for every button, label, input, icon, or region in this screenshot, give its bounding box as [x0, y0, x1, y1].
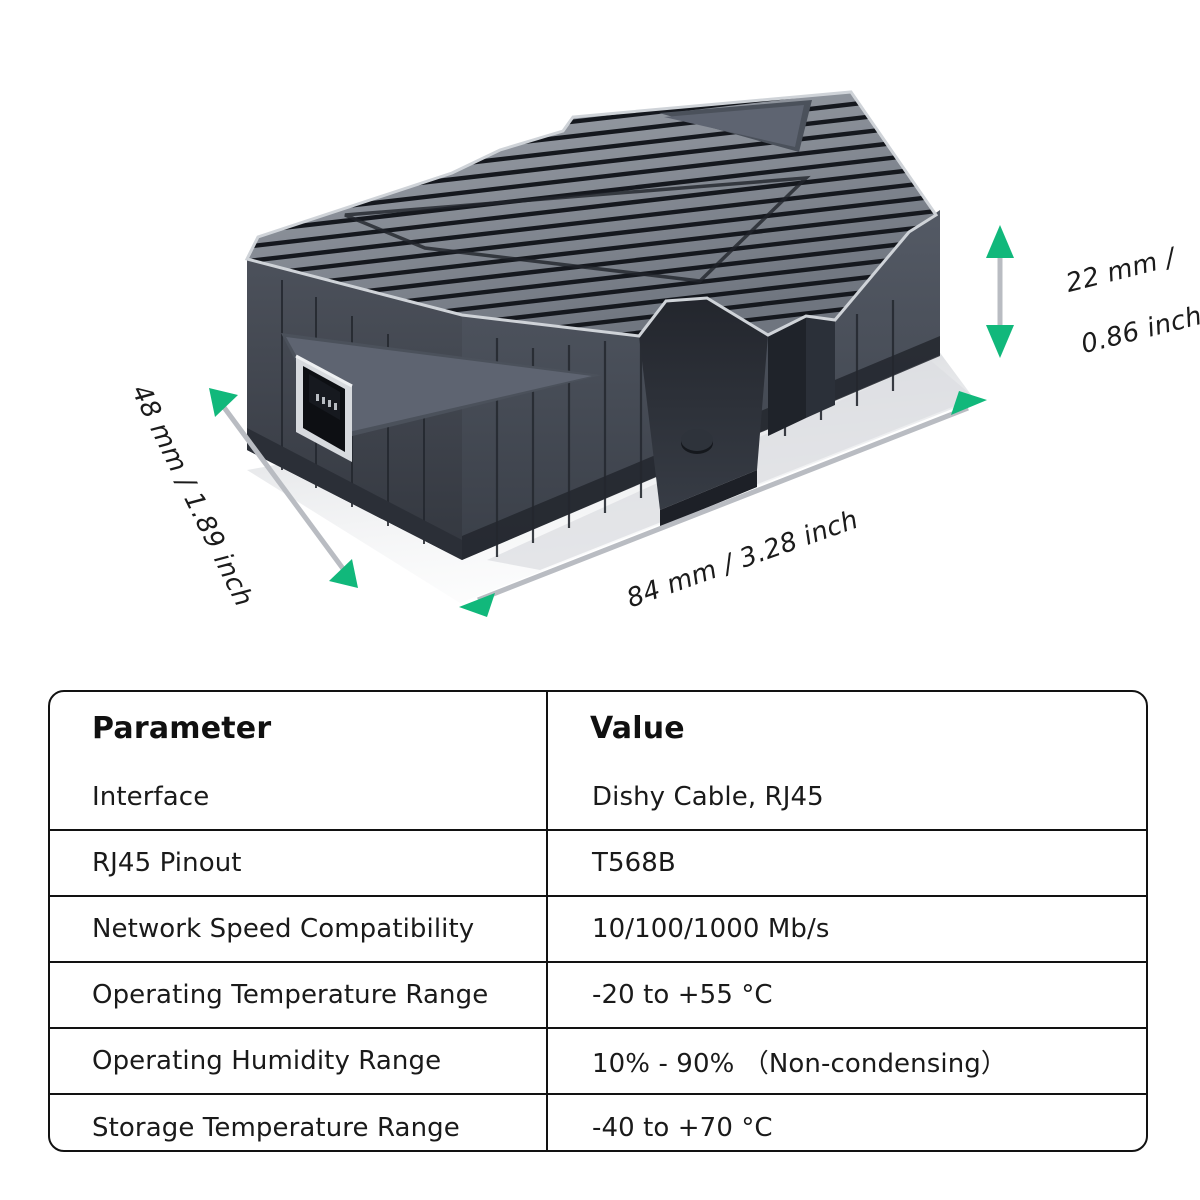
product-illustration [209, 90, 1014, 617]
cell-parameter: Operating Humidity Range [50, 1028, 548, 1095]
cell-value: 10/100/1000 Mb/s [547, 896, 1146, 963]
secondary-recess [768, 316, 835, 436]
cell-value: 10% - 90% （Non-condensing） [547, 1028, 1146, 1095]
dimension-arrow-depth [209, 388, 358, 588]
cell-value: Dishy Cable, RJ45 [547, 764, 1146, 831]
dimension-arrow-width [459, 391, 987, 617]
table-row: Operating Temperature Range-20 to +55 °C [50, 962, 1146, 1029]
cell-parameter: Network Speed Compatibility [50, 896, 548, 963]
cell-value: -20 to +55 °C [547, 962, 1146, 1029]
top-panel-outline [344, 175, 811, 283]
column-header-value: Value [590, 710, 685, 746]
cell-parameter: Interface [50, 764, 548, 831]
cell-parameter: RJ45 Pinout [50, 830, 548, 897]
cable-channel-recess [639, 298, 768, 527]
table-row: Storage Temperature Range -40 to +70 °C [50, 1094, 1146, 1150]
column-header-parameter: Parameter [50, 692, 548, 764]
cell-parameter: Storage Temperature Range [50, 1094, 548, 1150]
rj45-port [295, 354, 353, 462]
triangle-recess-left [281, 333, 602, 440]
triangle-recess-right [659, 100, 812, 152]
table-header-row: Parameter Value [50, 692, 1146, 764]
cell-value: -40 to +70 °C [592, 1112, 773, 1143]
cell-parameter: Operating Temperature Range [50, 962, 548, 1029]
cell-value: T568B [547, 830, 1146, 897]
dimension-arrow-height [986, 225, 1014, 358]
product-figure: 22 mm / 0.86 inch 84 mm / 3.28 inch 48 m… [125, 90, 1200, 617]
dimension-height-line2: 0.86 inch [1078, 301, 1200, 361]
dimension-height-line1: 22 mm / [1062, 242, 1179, 299]
